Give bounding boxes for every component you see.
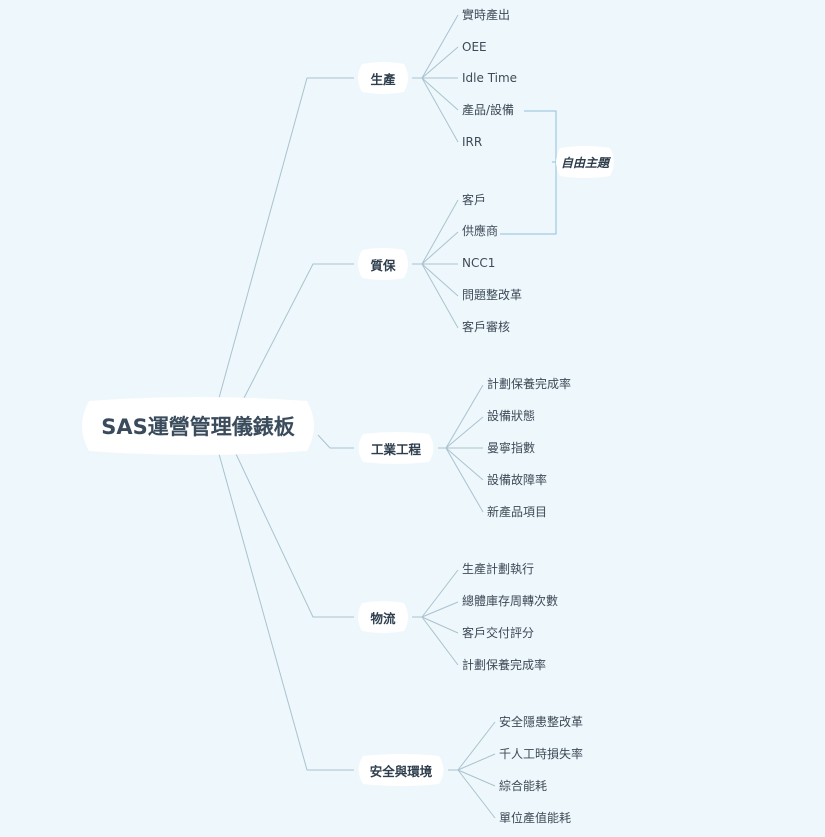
leaf-topic[interactable]: 單位產值能耗 — [499, 811, 572, 825]
branch-label: 生產 — [370, 71, 396, 87]
connector-line — [457, 753, 496, 771]
leaf-topic[interactable]: 總體庫存周轉次數 — [462, 594, 559, 608]
leaf-topic[interactable]: 計劃保養完成率 — [487, 377, 572, 391]
branch-shape — [358, 62, 408, 94]
leaf-topic[interactable]: 供應商 — [462, 224, 499, 238]
connector-line — [421, 77, 459, 111]
leaf-topic[interactable]: 綜合能耗 — [499, 779, 548, 793]
connector-line — [421, 231, 459, 265]
connector-line — [421, 14, 459, 79]
connector-line — [445, 416, 484, 449]
connector-line — [421, 46, 459, 79]
leaf-topic[interactable]: 產品/設備 — [462, 103, 515, 117]
connector-line — [421, 199, 459, 265]
leaf-topic[interactable]: 新產品項目 — [487, 505, 548, 519]
root-topic-shape — [82, 397, 314, 455]
branch-shape — [358, 432, 434, 464]
connector-line — [421, 263, 459, 297]
connector-line — [421, 569, 459, 618]
branch-topic-safety-environment[interactable]: 安全與環境 — [354, 754, 448, 786]
leaf-topic[interactable]: 曼寧指數 — [487, 441, 536, 455]
connector-line — [317, 434, 354, 449]
branch-topic-logistics[interactable]: 物流 — [354, 601, 412, 633]
floating-topic[interactable]: 自由主題 — [552, 146, 618, 178]
leaf-topic[interactable]: Idle Time — [462, 71, 518, 85]
branch-shape — [358, 248, 408, 280]
leaf-topic[interactable]: OEE — [462, 40, 487, 54]
connector-line — [235, 453, 354, 618]
connector-line — [457, 769, 496, 819]
leaf-topic[interactable]: IRR — [462, 135, 483, 149]
leaf-topic[interactable]: 千人工時損失率 — [499, 747, 584, 761]
connector-line — [445, 447, 484, 513]
leaf-topic[interactable]: 設備故障率 — [487, 473, 548, 487]
connector-line — [421, 263, 459, 329]
leaf-topic[interactable]: 實時產出 — [462, 8, 511, 22]
branch-shape — [358, 754, 444, 786]
connector-line — [243, 263, 354, 399]
connector-line — [457, 721, 496, 771]
leaf-topic[interactable]: 安全隱患整改革 — [499, 715, 584, 729]
branch-shape — [358, 601, 408, 633]
connector-line — [445, 384, 484, 449]
connector-line — [421, 616, 459, 666]
connector-line — [457, 769, 496, 787]
leaf-topic[interactable]: 客戶 — [462, 193, 487, 207]
leaf-topic[interactable]: 生產計劃執行 — [462, 562, 535, 576]
floating-topic-shape — [556, 146, 614, 178]
leaf-topic[interactable]: NCC1 — [462, 256, 496, 270]
connector-line — [421, 601, 459, 618]
connector-line — [218, 77, 354, 399]
leaf-topic[interactable]: 客戶交付評分 — [462, 626, 535, 640]
branch-topic-quality[interactable]: 質保 — [354, 248, 412, 280]
connector-line — [218, 453, 354, 771]
connector-line — [500, 110, 557, 235]
leaf-topic[interactable]: 客戶審核 — [462, 320, 511, 334]
branch-topic-industrial-engineering[interactable]: 工業工程 — [354, 432, 438, 464]
leaf-topic[interactable]: 問題整改革 — [462, 288, 523, 302]
root-topic[interactable]: SAS運營管理儀錶板 — [75, 397, 321, 455]
leaf-topic[interactable]: 計劃保養完成率 — [462, 658, 547, 672]
leaf-topic[interactable]: 設備狀態 — [487, 409, 536, 423]
root-topic-label: SAS運營管理儀錶板 — [101, 415, 295, 439]
branch-topic-production[interactable]: 生產 — [354, 62, 412, 94]
floating-topic-label: 自由主題 — [560, 155, 609, 170]
branch-label: 安全與環境 — [369, 763, 433, 779]
branch-connectors — [218, 14, 557, 819]
connector-line — [445, 447, 484, 481]
branch-label: 工業工程 — [370, 441, 421, 457]
branch-label: 質保 — [370, 257, 396, 273]
branch-label: 物流 — [370, 610, 396, 626]
connector-line — [421, 616, 459, 634]
connector-line — [421, 77, 459, 143]
